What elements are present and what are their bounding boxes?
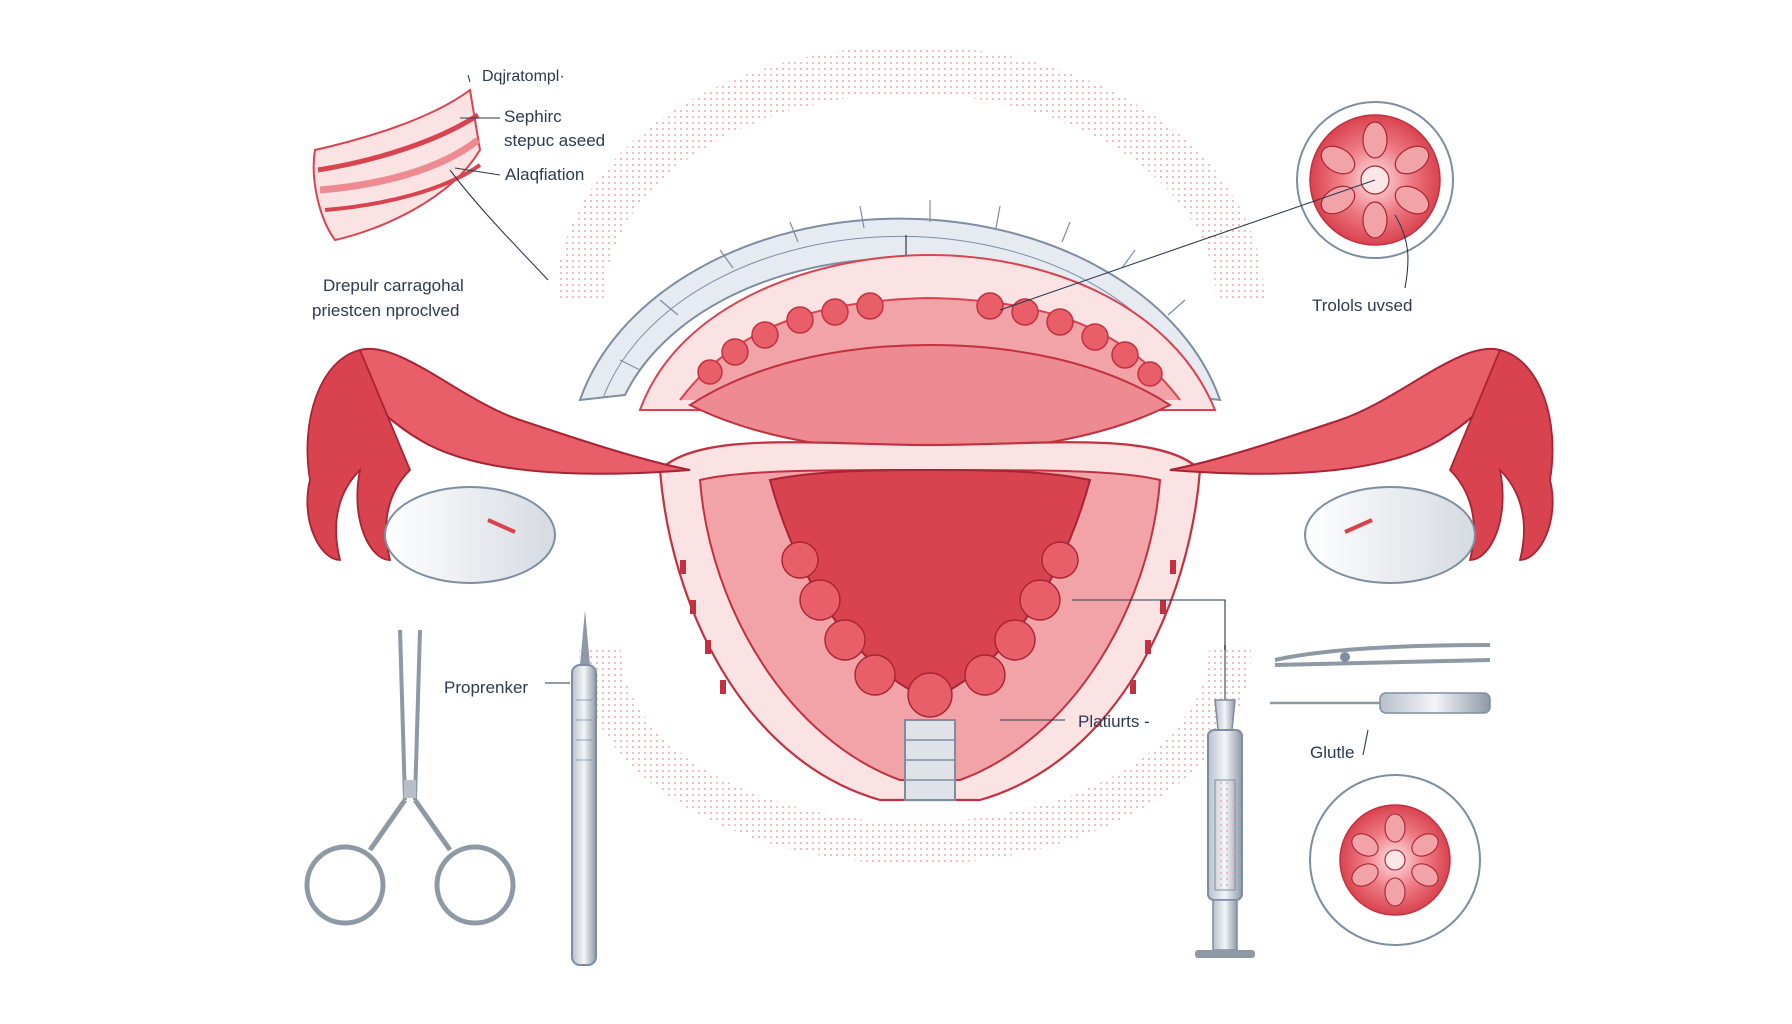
left-fallopian-tube (306, 347, 691, 561)
scalpel-handle-icon (571, 610, 597, 966)
hemostat-forceps-icon (304, 629, 516, 926)
label-top-left-4: Alaqfiation (505, 165, 585, 184)
right-caption: Trolols uvsed (1312, 296, 1413, 315)
leader-lines (545, 599, 1369, 756)
label-top-left-1: Dqjratompl· (482, 68, 565, 85)
right-ovary (1304, 486, 1476, 584)
background-halo (556, 46, 1264, 865)
label-bottom-right: Glutle (1310, 743, 1355, 762)
left-ovary (384, 486, 556, 584)
syringe-icon (1195, 645, 1255, 958)
cross-section-circle-bottom (1309, 774, 1481, 946)
uterine-fundus (638, 253, 1217, 454)
right-fallopian-tube (1169, 347, 1554, 561)
label-middle-right: Platiurts - (1078, 712, 1150, 731)
label-middle-left: Proprenker (444, 678, 529, 697)
uterine-body (658, 441, 1202, 802)
cross-section-circle-top (999, 101, 1454, 311)
left-caption-line-1: Drepulr carragohal (323, 276, 464, 295)
scissors-icon (1274, 643, 1491, 667)
left-caption-line-2: priestcen nproclved (312, 301, 460, 320)
probe-instrument-icon (1270, 692, 1491, 714)
label-top-left-3: stepuc aseed (504, 131, 606, 150)
tissue-section-detail (312, 74, 549, 281)
label-top-left-2: Sephirc (504, 107, 562, 126)
